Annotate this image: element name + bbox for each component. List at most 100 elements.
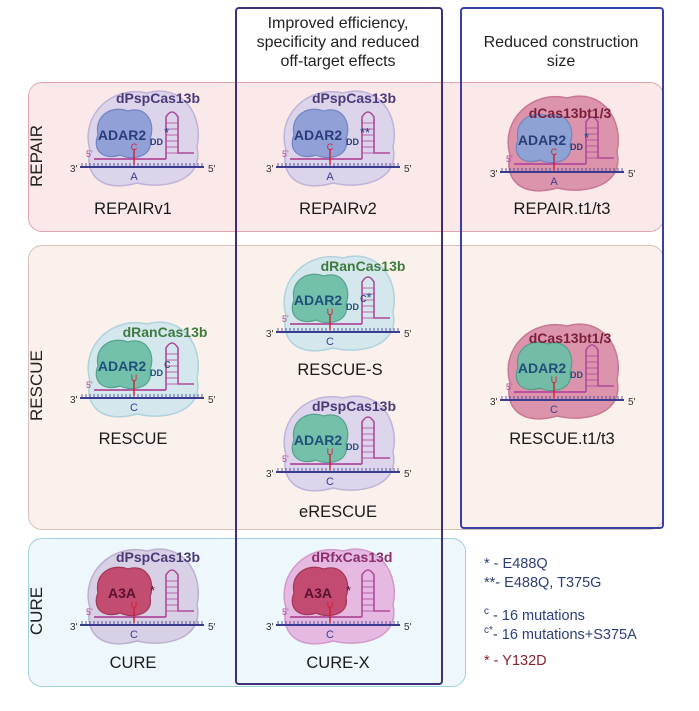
guide-rna-hairpin [361,569,390,617]
legend-row-e488q-t375g: **- E488Q, T375G [484,575,601,591]
strand-end-5prime: 5' [404,164,412,175]
target-base: C [550,404,558,416]
strand-end-3prime: 3' [490,169,498,180]
strand-end-3prime: 3' [266,622,274,633]
target-base: A [130,171,138,183]
edited-base: C [551,147,558,157]
strand-end-3prime: 3' [490,397,498,408]
strand-end-3prime: 3' [266,164,274,175]
reduced-size-column-box [460,7,664,529]
header-line: Reduced construction [483,34,639,51]
enzyme-shape [291,566,349,617]
enzyme-label: A3A [304,585,332,601]
legend-text: - 16 mutations [489,607,585,624]
guide-end-5prime: 5' [86,149,93,159]
system-name-repairv2: REPAIRv2 [299,200,377,218]
enzyme-subscript: DD [150,137,163,147]
guide-rna-hairpin [585,116,614,164]
enzyme-label: ADAR2 [518,360,566,376]
enzyme-label: ADAR2 [518,132,566,148]
system-name-erescue: eRESCUE [299,503,377,521]
legend-symbol: ** [484,575,496,591]
guide-end-5prime: 5' [506,154,513,164]
system-name-rescues: RESCUE-S [297,361,383,379]
target-base: C [130,402,138,414]
column-header-improved: Improved efficiency, specificity and red… [237,14,439,71]
guide-rna-hairpin [585,344,614,392]
target-base: A [550,176,558,188]
target-base: C [326,476,334,488]
enzyme-subscript: DD [570,370,583,380]
cas-label-erescue: dPspCas13b [311,398,397,414]
enzyme-shape [95,566,153,617]
mutation-mark: c* [360,290,372,305]
strand-end-5prime: 5' [208,164,216,175]
enzyme-label: ADAR2 [294,127,342,143]
strand-end-3prime: 3' [266,329,274,340]
target-base: C [326,336,334,348]
target-base: C [326,629,334,641]
mutation-mark: c [164,356,171,371]
edited-base: U [551,375,558,385]
system-name-rescuet: RESCUE.t1/t3 [509,430,615,448]
header-line: specificity and reduced [256,34,420,51]
legend-text: - 16 mutations+S375A [492,626,637,643]
cas-label-curex: dRfxCas13d [311,549,393,565]
strand-end-5prime: 5' [208,622,216,633]
enzyme-label: ADAR2 [294,292,342,308]
enzyme-shape [515,113,573,164]
strand-end-5prime: 5' [208,395,216,406]
legend-text: - E488Q [489,556,548,572]
enzyme-subscript: DD [346,302,359,312]
legend-row-y132d: * - Y132D [484,653,547,669]
strand-end-5prime: 5' [404,469,412,480]
guide-rna-hairpin [165,111,194,159]
legend-row-16-mutations: c - 16 mutations [484,606,585,624]
header-line: off-target effects [280,53,396,70]
guide-end-5prime: 5' [282,607,289,617]
strand-end-5prime: 5' [404,622,412,633]
target-base: C [130,629,138,641]
header-line: Improved efficiency, [267,15,409,32]
enzyme-shape [95,108,153,159]
legend-row-16-mutations-s375a: c*- 16 mutations+S375A [484,625,637,643]
enzyme-label: ADAR2 [294,432,342,448]
legend-symbol: * [484,556,490,572]
cas-label-cure: dPspCas13b [115,549,201,565]
legend-symbol: c [484,606,489,617]
cas-label-rescues: dRanCas13b [320,258,406,274]
guide-end-5prime: 5' [282,149,289,159]
legend-row-e488q: * - E488Q [484,556,548,572]
strand-end-3prime: 3' [70,622,78,633]
guide-end-5prime: 5' [282,314,289,324]
enzyme-shape [291,273,349,324]
cas-label-repairt: dCas13bt1/3 [528,105,612,121]
edited-base: C [327,142,334,152]
strand-end-3prime: 3' [70,164,78,175]
edited-base: U [327,307,334,317]
edited-base: U [327,447,334,457]
edited-base: U [131,600,138,610]
legend-text: - Y132D [489,653,547,669]
guide-end-5prime: 5' [506,382,513,392]
cas-label-rescue: dRanCas13b [122,324,208,340]
guide-rna-hairpin [165,569,194,617]
system-name-rescue: RESCUE [98,430,168,448]
guide-rna-hairpin [361,276,390,324]
system-name-curex: CURE-X [306,654,370,672]
enzyme-subscript: DD [570,142,583,152]
legend-symbol: c* [484,625,493,636]
guide-rna-hairpin [361,416,390,464]
enzyme-shape [291,413,349,464]
mutation-mark: * [346,583,351,598]
enzyme-label: A3A [108,585,136,601]
mutation-mark: * [150,583,155,598]
enzyme-subscript: DD [346,137,359,147]
